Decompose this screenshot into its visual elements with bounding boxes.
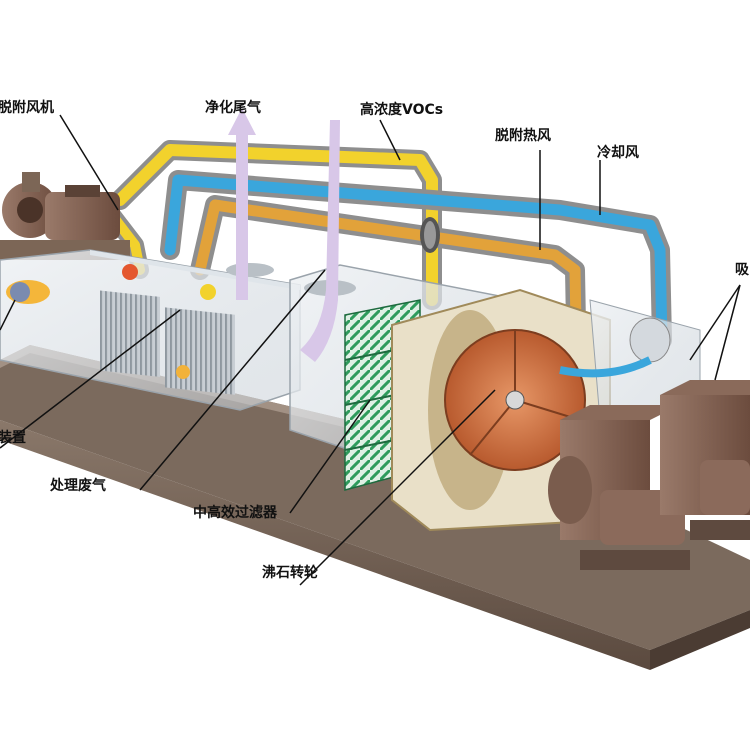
pipes (103, 140, 672, 350)
leader-lines (0, 114, 741, 586)
label-purified-exhaust: 净化尾气 (205, 100, 261, 116)
label-filter: 中高效过滤器 (193, 505, 277, 521)
main-fans (548, 380, 750, 570)
label-treated-waste-gas: 处理废气 (50, 478, 106, 494)
label-device: 装置 (0, 430, 26, 446)
label-right-cut: 吸 (735, 262, 749, 278)
label-desorption-fan: 脱附风机 (0, 100, 54, 116)
label-zeolite-rotor: 沸石转轮 (262, 565, 318, 581)
label-desorption-hot-air: 脱附热风 (495, 128, 551, 144)
desorption-fan-unit (0, 172, 130, 260)
label-high-conc-vocs: 高浓度VOCs (360, 102, 444, 118)
purified-exhaust-arrows (228, 108, 340, 362)
heater-box (0, 249, 301, 411)
label-cooling-air: 冷却风 (597, 145, 639, 161)
